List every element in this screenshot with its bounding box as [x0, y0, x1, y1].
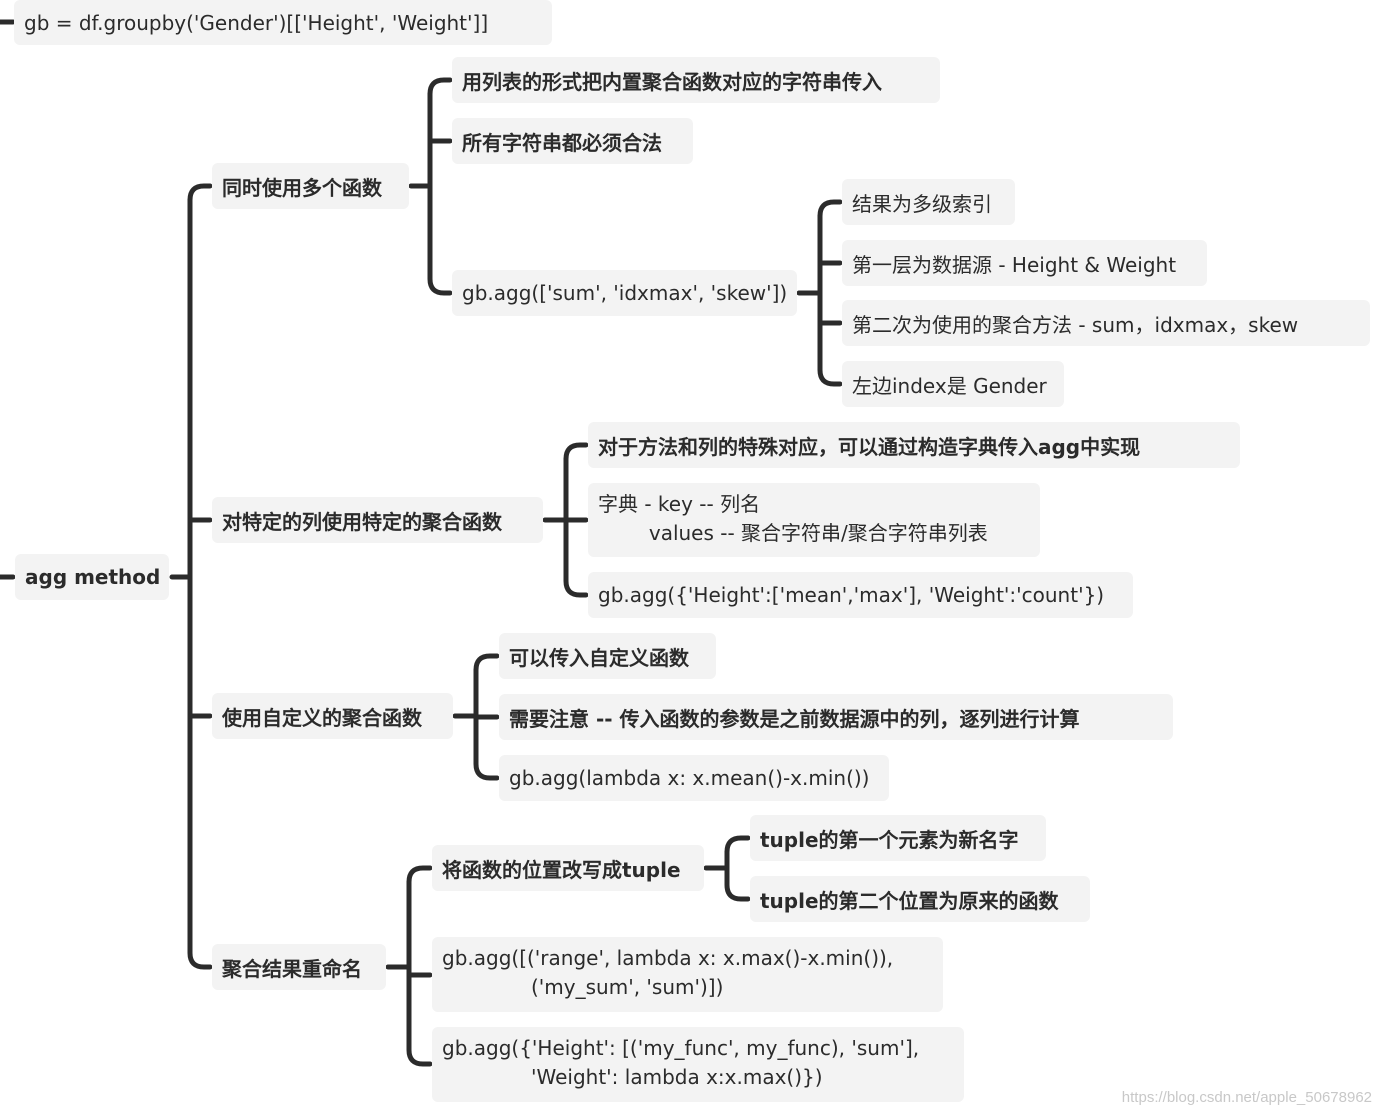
leaf-second-level[interactable]: 第二次为使用的聚合方法 - sum，idxmax，skew — [842, 300, 1370, 346]
leaf-tuple-second[interactable]: tuple的第二个位置为原来的函数 — [750, 876, 1090, 922]
leaf-note-per-column[interactable]: 需要注意 -- 传入函数的参数是之前数据源中的列，逐列进行计算 — [499, 694, 1173, 740]
code-agg-dict[interactable]: gb.agg({'Height':['mean','max'], 'Weight… — [588, 572, 1133, 618]
code-agg-lambda[interactable]: gb.agg(lambda x: x.mean()-x.min()) — [499, 755, 889, 801]
branch-custom-function[interactable]: 使用自定义的聚合函数 — [212, 693, 453, 739]
code-agg-list[interactable]: gb.agg(['sum', 'idxmax', 'skew']) — [452, 270, 797, 316]
leaf-pass-custom[interactable]: 可以传入自定义函数 — [499, 633, 716, 679]
branch-rename-results[interactable]: 聚合结果重命名 — [212, 944, 386, 990]
leaf-left-index[interactable]: 左边index是 Gender — [842, 361, 1064, 407]
node-tuple-rewrite[interactable]: 将函数的位置改写成tuple — [432, 845, 704, 891]
branch-column-specific[interactable]: 对特定的列使用特定的聚合函数 — [212, 497, 543, 543]
root-node[interactable]: agg method — [15, 554, 169, 600]
prev-sibling-node[interactable]: gb = df.groupby('Gender')[['Height', 'We… — [14, 0, 552, 45]
leaf-list-of-strings[interactable]: 用列表的形式把内置聚合函数对应的字符串传入 — [452, 57, 940, 103]
leaf-multi-index[interactable]: 结果为多级索引 — [842, 179, 1015, 225]
leaf-tuple-first[interactable]: tuple的第一个元素为新名字 — [750, 815, 1046, 861]
leaf-strings-valid[interactable]: 所有字符串都必须合法 — [452, 118, 693, 164]
leaf-dict-key-values[interactable]: 字典 - key -- 列名 values -- 聚合字符串/聚合字符串列表 — [588, 483, 1040, 557]
leaf-first-level[interactable]: 第一层为数据源 - Height & Weight — [842, 240, 1207, 286]
code-agg-tuple-dict[interactable]: gb.agg({'Height': [('my_func', my_func),… — [432, 1027, 964, 1102]
watermark: https://blog.csdn.net/apple_50678962 — [1121, 1089, 1372, 1106]
branch-multi-functions[interactable]: 同时使用多个函数 — [212, 163, 409, 209]
code-agg-tuple-list[interactable]: gb.agg([('range', lambda x: x.max()-x.mi… — [432, 937, 943, 1012]
leaf-dict-mapping[interactable]: 对于方法和列的特殊对应，可以通过构造字典传入agg中实现 — [588, 422, 1240, 468]
